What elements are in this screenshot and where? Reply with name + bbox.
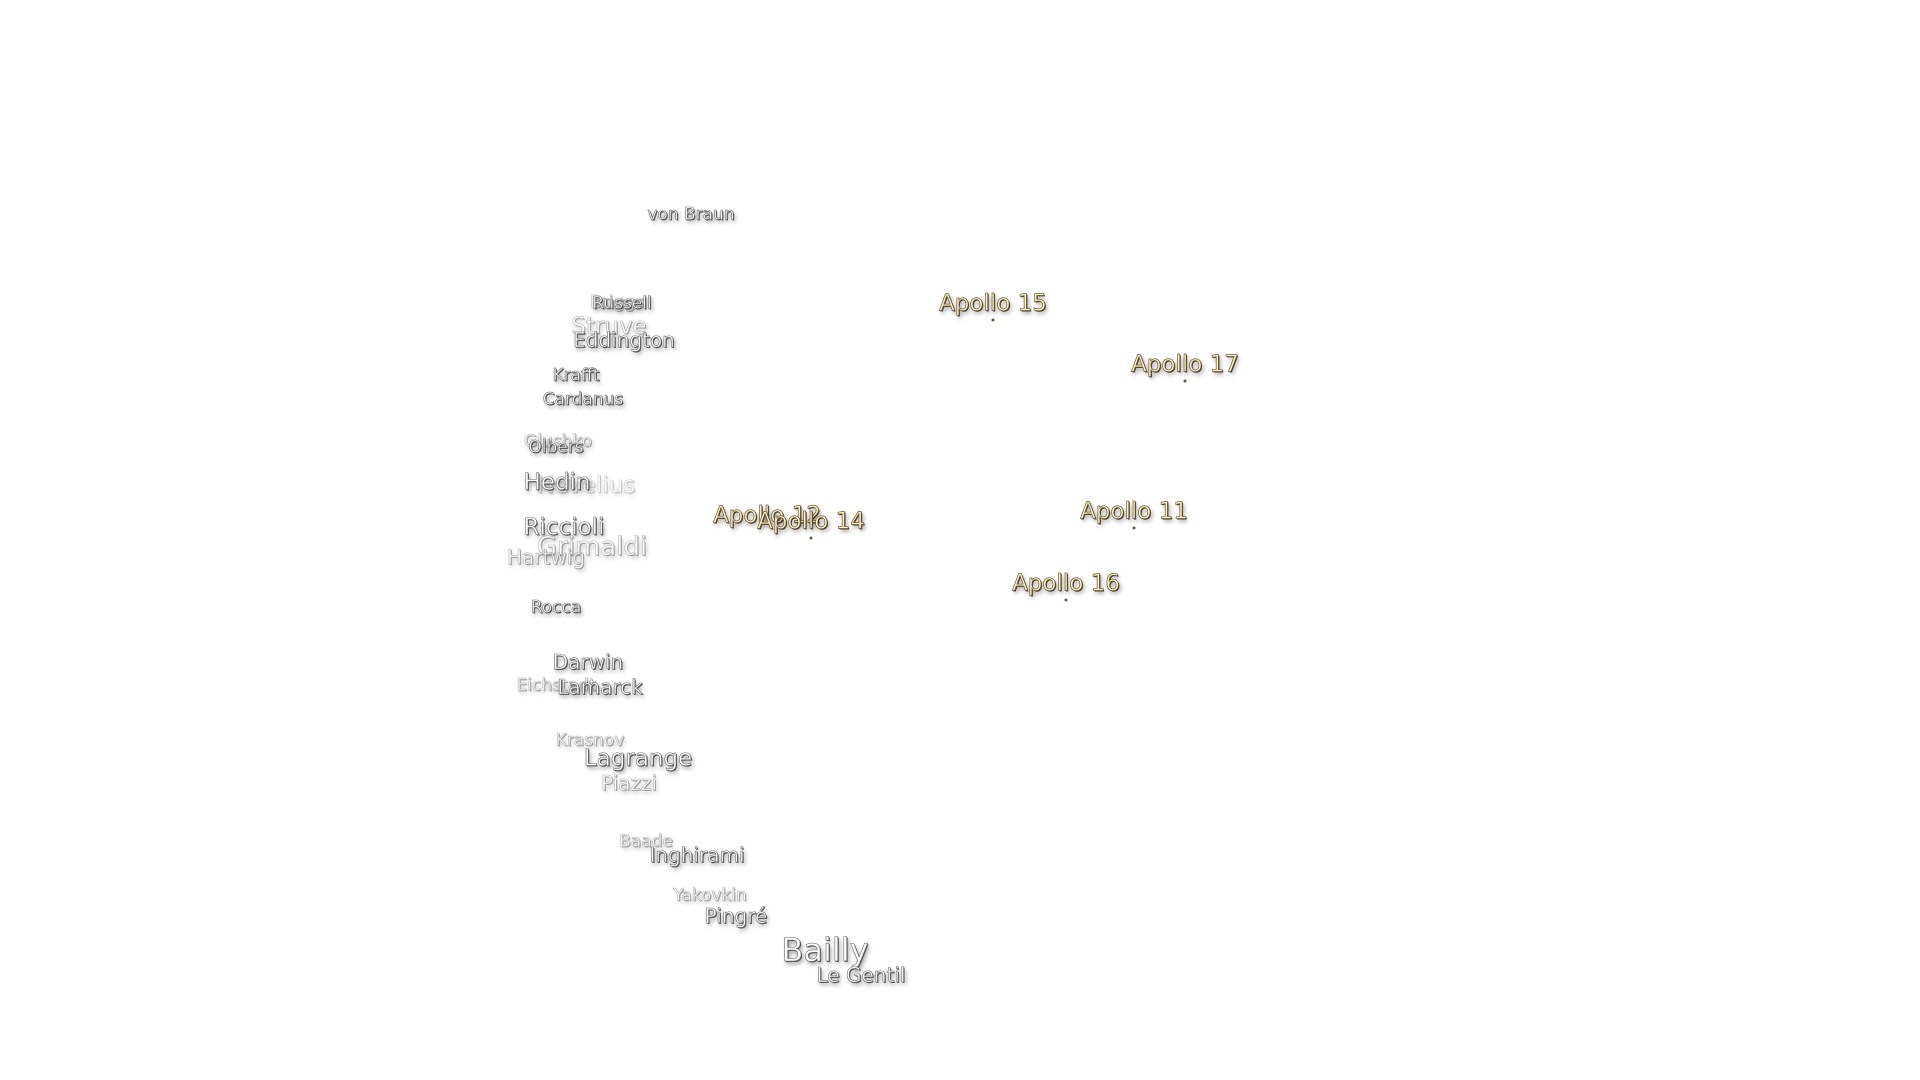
landing-site-marker-apollo-11[interactable]: [1132, 526, 1136, 530]
crater-label-eichstadt: Eichstadt: [516, 675, 596, 696]
landing-site-label-apollo-16[interactable]: Apollo 16: [1012, 570, 1121, 597]
crater-label-le-gentil: Le Gentil: [816, 963, 906, 987]
crater-label-struve: Struve: [571, 313, 647, 340]
crater-label-olbers: Olbers: [528, 437, 584, 458]
landing-site-label-apollo-17[interactable]: Apollo 17: [1131, 351, 1240, 378]
crater-label-lagrange: Lagrange: [583, 745, 693, 772]
crater-label-baade: Baade: [619, 831, 673, 852]
crater-label-hedin: Hedin: [523, 469, 591, 496]
crater-label-russell: Russell: [592, 293, 652, 314]
crater-label-rocca: Rocca: [530, 597, 582, 618]
crater-label-inghirami: Inghirami: [649, 843, 745, 867]
crater-label-bailly: Bailly: [781, 931, 869, 969]
crater-label-pingre: Pingré: [704, 904, 768, 928]
landing-site-marker-apollo-16[interactable]: [1064, 598, 1068, 602]
crater-label-eddington: Eddington: [573, 328, 675, 352]
landing-site-marker-apollo-17[interactable]: [1183, 379, 1187, 383]
crater-label-krasnov: Krasnov: [555, 730, 625, 751]
crater-label-piazzi: Piazzi: [601, 771, 658, 795]
landing-site-label-apollo-14[interactable]: Apollo 14: [757, 508, 866, 535]
landing-site-marker-apollo-14[interactable]: [809, 536, 813, 540]
crater-label-glushko: Glushko: [524, 431, 593, 452]
crater-label-von-braun: von Braun: [647, 204, 735, 225]
crater-label-cardanus: Cardanus: [542, 389, 624, 410]
crater-label-hevelius: Hevelius: [536, 472, 636, 499]
crater-label-briggs: Briggs: [590, 292, 644, 313]
landing-site-marker-apollo-15[interactable]: [991, 318, 995, 322]
crater-label-darwin: Darwin: [552, 650, 624, 674]
crater-label-lamarck: Lamarck: [557, 675, 643, 699]
landing-site-label-apollo-11[interactable]: Apollo 11: [1080, 498, 1189, 525]
crater-label-riccioli: Riccioli: [523, 514, 605, 541]
landing-site-label-apollo-15[interactable]: Apollo 15: [939, 290, 1048, 317]
landing-site-label-apollo-12[interactable]: Apollo 12: [713, 502, 822, 529]
crater-label-krafft: Krafft: [552, 365, 600, 386]
crater-label-yakovkin: Yakovkin: [673, 885, 747, 906]
crater-label-hartwig: Hartwig: [507, 545, 586, 569]
crater-label-grimaldi: Grimaldi: [536, 532, 648, 562]
